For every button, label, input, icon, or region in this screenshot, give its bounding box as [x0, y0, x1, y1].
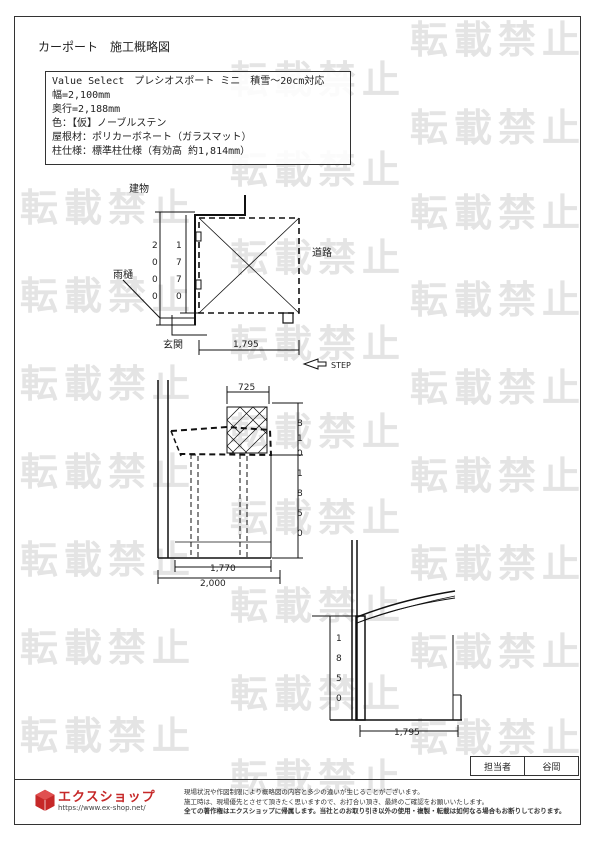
plan-height-dim-1: 0	[152, 275, 158, 285]
page-title: カーポート 施工概略図	[38, 40, 171, 54]
watermark: 転載禁止	[20, 362, 197, 406]
plan-width-dim: 1,795	[233, 340, 259, 350]
watermark: 転載禁止	[410, 278, 587, 322]
watermark: 転載禁止	[410, 366, 587, 410]
front-side-dim-bottom: 1	[297, 469, 303, 479]
watermark: 転載禁止	[20, 186, 197, 230]
spec-width: 幅=2,100mm	[52, 90, 111, 101]
plan-height-dim-2: 7	[176, 258, 182, 268]
brand-name: エクスショップ	[58, 790, 156, 805]
side-height-dim: 0	[336, 694, 342, 704]
watermark: 転載禁止	[230, 584, 407, 628]
watermark: 転載禁止	[230, 496, 407, 540]
spec-color: 色：【仮】ノーブルステン	[52, 118, 167, 129]
footer: エクスショップ https://www.ex-shop.net/ 現場状況や作図…	[14, 779, 581, 825]
front-side-dim-top: 8	[297, 419, 303, 429]
signature-name: 谷岡	[542, 762, 561, 773]
watermark: 転載禁止	[20, 274, 197, 318]
watermark: 転載禁止	[410, 630, 587, 674]
footer-note: 現場状況や作図制限により概略図の内容と多少の違いが生じることがございます。	[184, 788, 424, 796]
plan-height-dim-1: 2	[152, 241, 158, 251]
signature-box: 担当者 谷岡	[470, 756, 579, 776]
spec-post: 柱仕様：標準柱仕様（有効高 約1,814mm）	[52, 146, 251, 157]
brand-logo	[35, 789, 55, 811]
plan-height-dim-2: 1	[176, 241, 182, 251]
watermark: 転載禁止	[410, 716, 587, 760]
plan-height-dim-1: 0	[152, 292, 158, 302]
side-bottom-dim: 1,795	[394, 728, 420, 738]
watermark: 転載禁止	[230, 236, 407, 280]
plan-height-dim-2: 7	[176, 275, 182, 285]
watermark: 転載禁止	[410, 542, 587, 586]
side-height-dim: 8	[336, 654, 342, 664]
watermark: 転載禁止	[410, 191, 587, 235]
front-top-dim: 725	[238, 383, 255, 393]
watermark: 転載禁止	[20, 450, 197, 494]
plan-view	[122, 195, 327, 370]
front-bottom-dim-2: 2,000	[200, 579, 226, 589]
front-side-dim-bottom: 8	[297, 489, 303, 499]
footer-note: 全ての著作権はエクスショップに帰属します。当社とのお取り引き以外の使用・複製・転…	[184, 807, 566, 815]
front-side-dim-bottom: 5	[297, 509, 303, 519]
front-bottom-dim-1: 1,770	[210, 564, 236, 574]
road-label: 道路	[312, 246, 332, 259]
front-side-dim-top: 0	[297, 449, 303, 459]
watermark: 転載禁止	[20, 714, 197, 758]
footer-notes: 現場状況や作図制限により概略図の内容と多少の違いが生じることがございます。 施工…	[184, 788, 569, 817]
front-side-dim-top: 1	[297, 434, 303, 444]
entrance-label: 玄関	[163, 338, 183, 351]
side-height-dim: 5	[336, 674, 342, 684]
plan-height-dim-1: 0	[152, 258, 158, 268]
watermark: 転載禁止	[230, 322, 407, 366]
gutter-label: 雨樋	[113, 268, 133, 281]
spec-depth: 奥行=2,188mm	[52, 104, 121, 115]
spec-roof: 屋根材：ポリカーボネート（ガラスマット）	[52, 132, 252, 143]
watermark: 転載禁止	[230, 672, 407, 716]
brand-url: https://www.ex-shop.net/	[58, 804, 146, 812]
front-side-dim-bottom: 0	[297, 529, 303, 539]
watermark: 転載禁止	[410, 106, 587, 150]
signature-label: 担当者	[471, 757, 525, 775]
spec-box: Value Select プレシオスポート ミニ 積雪～20cm対応 幅=2,1…	[45, 71, 351, 165]
front-view	[157, 380, 303, 584]
building-label: 建物	[129, 182, 149, 195]
step-label: STEP	[331, 361, 351, 370]
watermark: 転載禁止	[410, 454, 587, 498]
watermark: 転載禁止	[230, 756, 407, 800]
watermark: 転載禁止	[20, 626, 197, 670]
side-view	[312, 540, 462, 737]
watermark: 転載禁止	[410, 18, 587, 62]
plan-height-dim-2: 0	[176, 292, 182, 302]
side-height-dim: 1	[336, 634, 342, 644]
watermark: 転載禁止	[230, 410, 407, 454]
footer-note: 施工時は、現場優先とさせて頂きたく思いますので、お打合い頂き、最終のご確認をお願…	[184, 797, 489, 806]
watermark: 転載禁止	[20, 538, 197, 582]
spec-product: Value Select プレシオスポート ミニ 積雪～20cm対応	[52, 76, 325, 87]
